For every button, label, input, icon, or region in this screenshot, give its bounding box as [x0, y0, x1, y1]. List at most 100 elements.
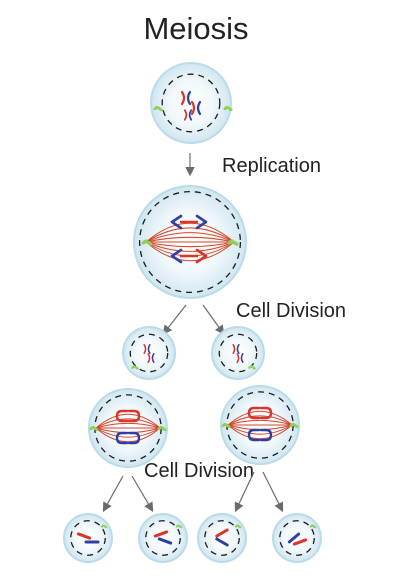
chromosome — [115, 409, 129, 423]
centriole — [141, 239, 148, 245]
arrow-division2-rl — [234, 471, 255, 513]
chromosome — [153, 530, 169, 538]
cell-final-4 — [272, 513, 322, 563]
centriole — [232, 240, 239, 246]
label-replication: Replication — [222, 155, 321, 177]
spindle-fiber — [95, 427, 161, 443]
centriole — [157, 425, 163, 431]
replicated-chromosome — [143, 344, 151, 354]
chromatid — [147, 353, 151, 363]
centriole — [146, 240, 153, 246]
centriole — [175, 524, 180, 528]
centrosome — [141, 239, 153, 246]
centriole — [289, 422, 295, 428]
chromatid — [236, 344, 240, 354]
centriole — [157, 106, 163, 112]
spindle-fiber — [95, 418, 161, 429]
centriole — [161, 426, 167, 432]
centriole — [251, 366, 256, 370]
centriole — [89, 425, 95, 431]
chromatid — [180, 90, 186, 106]
centriole — [237, 525, 242, 529]
centriole — [227, 106, 233, 112]
chromatid-pair — [170, 214, 183, 230]
chromatid-pair — [170, 248, 183, 264]
chromatid — [143, 344, 147, 354]
centrosome — [227, 239, 239, 246]
replicated-chromosome — [180, 90, 192, 106]
cell-replicated — [133, 185, 247, 299]
cell-dividing-1 — [88, 388, 168, 468]
diagram-title: Meiosis — [143, 11, 248, 46]
cell-daughter-2 — [211, 326, 265, 380]
centrosome — [100, 524, 108, 529]
centriole — [248, 365, 253, 369]
chromatid — [190, 100, 196, 116]
chromatid — [232, 344, 236, 354]
arrow-division1-right — [202, 304, 225, 335]
cell-final-2 — [138, 513, 188, 563]
centrosome — [157, 425, 167, 432]
chromatid — [151, 353, 155, 363]
replicated-chromosome — [190, 100, 202, 116]
cell-final-3 — [197, 513, 247, 563]
centriole — [234, 524, 239, 528]
nuclear-envelope — [145, 520, 181, 556]
centriole — [293, 423, 299, 429]
chromosome — [127, 431, 141, 445]
chromosome — [287, 532, 301, 544]
replicated-chromosome — [232, 344, 240, 354]
chromosome — [259, 428, 273, 442]
spindle-fiber — [227, 415, 293, 426]
centrosome — [248, 365, 256, 370]
chromatid — [188, 109, 193, 121]
centrosome — [89, 425, 99, 432]
cell-final-1 — [63, 513, 113, 563]
cell-dividing-2 — [220, 385, 300, 465]
arrow-division1-left — [162, 304, 187, 335]
chromosome — [115, 431, 129, 445]
centrosome — [131, 365, 139, 370]
centrosome — [234, 524, 242, 529]
chromatid — [183, 109, 188, 121]
replicated-chromosome — [236, 353, 244, 363]
centriole — [100, 524, 105, 528]
chromosome — [215, 528, 229, 538]
centriole — [103, 525, 108, 529]
centriole — [227, 239, 234, 245]
chromatid-pair — [195, 214, 208, 230]
spindle-fiber — [145, 236, 235, 243]
chromosome — [247, 428, 261, 442]
centriole — [225, 423, 231, 429]
centrosome — [289, 422, 299, 429]
centriole — [131, 365, 136, 369]
spindle-fiber — [95, 422, 161, 429]
spindle-fiber — [227, 424, 293, 440]
spindle-fiber — [145, 232, 235, 243]
spindle-fiber — [227, 419, 293, 426]
chromosome — [247, 406, 261, 420]
centriole — [93, 426, 99, 432]
replicated-chromosome — [147, 353, 155, 363]
centrosome — [175, 524, 183, 529]
centriole — [221, 422, 227, 428]
centriole — [312, 525, 317, 529]
spindle-fibers — [145, 222, 235, 262]
nuclear-envelope — [279, 520, 315, 556]
chromosome — [157, 537, 173, 545]
spindle-fiber — [95, 413, 161, 429]
nuclear-envelope — [70, 520, 106, 556]
arrow-division2-ll — [102, 475, 124, 513]
cell-membrane — [150, 62, 232, 144]
spindle-fiber — [145, 241, 235, 262]
spindle-fiber — [227, 424, 293, 435]
chromosome — [127, 409, 141, 423]
chromosome — [292, 538, 308, 546]
chromatid — [236, 353, 240, 363]
chromosome — [76, 532, 92, 540]
centrosome — [153, 105, 163, 112]
spindle-fiber — [145, 227, 235, 243]
centriole — [223, 105, 229, 111]
centrosome — [309, 524, 317, 529]
